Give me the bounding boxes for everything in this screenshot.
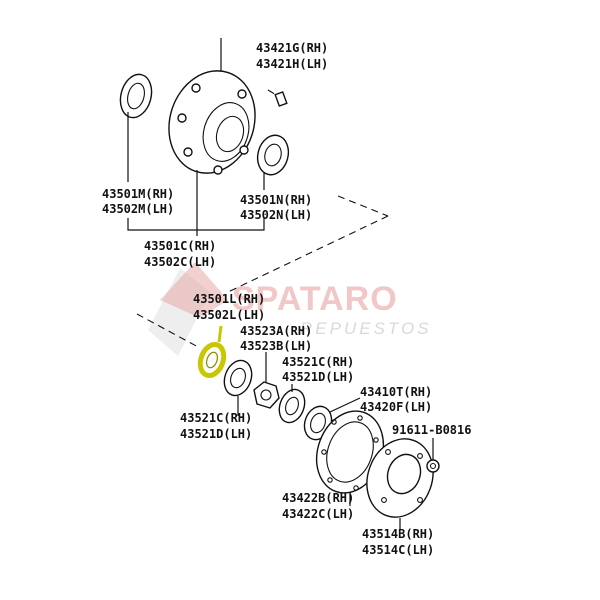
bearing-outer bbox=[278, 388, 306, 424]
label-43502m: 43502M(LH) bbox=[102, 202, 174, 216]
highlight-leader bbox=[217, 325, 223, 343]
hub-bore bbox=[202, 102, 250, 162]
hub-inner-bore bbox=[215, 115, 245, 153]
label-43501m: 43501M(RH) bbox=[102, 187, 174, 201]
gasket-hole bbox=[353, 485, 359, 491]
bearing-43521c-left bbox=[223, 359, 253, 397]
nut-hole bbox=[260, 389, 272, 401]
watermark: SPATARO REPUESTOS bbox=[148, 262, 432, 356]
bearing-inner-ring bbox=[264, 143, 282, 167]
cap-hole bbox=[417, 497, 423, 503]
bolt-center bbox=[429, 462, 437, 470]
seal-inner-ring bbox=[127, 82, 145, 110]
label-43521d-a: 43521D(LH) bbox=[282, 370, 354, 384]
watermark-brand: SPATARO bbox=[232, 280, 398, 318]
label-43410t: 43410T(RH) bbox=[360, 385, 432, 399]
cap-dome bbox=[386, 453, 422, 495]
hub-bolt-hole bbox=[237, 89, 247, 99]
cap-hole bbox=[417, 453, 423, 459]
cap-hole bbox=[385, 449, 391, 455]
hub-bolt-hole bbox=[177, 113, 187, 123]
hub-bearing-right bbox=[256, 134, 290, 176]
label-43502c: 43502C(LH) bbox=[144, 255, 216, 269]
label-43521c-a: 43521C(RH) bbox=[282, 355, 354, 369]
highlighted-seal bbox=[197, 325, 227, 378]
label-91611: 91611-B0816 bbox=[392, 423, 471, 437]
guide-dash-upper bbox=[337, 195, 389, 217]
label-43421h: 43421H(LH) bbox=[256, 57, 328, 71]
axle-hub bbox=[168, 38, 256, 175]
label-43523b: 43523B(LH) bbox=[240, 339, 312, 353]
hub-cap-43514b bbox=[366, 438, 434, 518]
label-43501n: 43501N(RH) bbox=[240, 193, 312, 207]
gasket-hole bbox=[373, 437, 379, 443]
bearing-inner bbox=[285, 396, 299, 416]
hub-flange bbox=[168, 70, 256, 174]
outer-seal-left bbox=[119, 73, 153, 119]
label-43422c: 43422C(LH) bbox=[282, 507, 354, 521]
hub-bolt-leader bbox=[267, 89, 279, 97]
label-43422b: 43422B(RH) bbox=[282, 491, 354, 505]
label-43514b: 43514B(RH) bbox=[362, 527, 434, 541]
bearing-outer bbox=[223, 359, 253, 397]
label-43421g: 43421G(RH) bbox=[256, 41, 328, 55]
nut-43523a bbox=[253, 381, 280, 409]
guide-dash-diagonal bbox=[227, 215, 389, 293]
label-43420f: 43420F(LH) bbox=[360, 400, 432, 414]
gasket-hole bbox=[357, 415, 363, 421]
label-43502l: 43502L(LH) bbox=[193, 308, 265, 322]
bracket-43501c bbox=[127, 218, 265, 231]
bolt-head bbox=[426, 459, 440, 473]
seal-43501l-inner bbox=[205, 351, 219, 369]
bolt-91611 bbox=[426, 459, 440, 473]
gasket-inner bbox=[326, 421, 374, 483]
hub-bolt-body bbox=[274, 91, 288, 107]
bearing-outer-ring bbox=[256, 134, 290, 176]
hub-bolt-hole bbox=[183, 147, 193, 157]
label-43514c: 43514C(LH) bbox=[362, 543, 434, 557]
seal-43501l bbox=[197, 342, 227, 378]
gasket-hole bbox=[321, 449, 327, 455]
bearing-43521c-right bbox=[278, 388, 306, 424]
leader-43410t bbox=[329, 397, 361, 413]
gasket-hole bbox=[331, 419, 337, 425]
label-43501l: 43501L(RH) bbox=[193, 292, 265, 306]
hub-bolt-hole bbox=[213, 165, 223, 175]
label-43501c: 43501C(RH) bbox=[144, 239, 216, 253]
gasket-hole bbox=[327, 477, 333, 483]
label-43502n: 43502N(LH) bbox=[240, 208, 312, 222]
label-43521c-b: 43521C(RH) bbox=[180, 411, 252, 425]
bearing-inner bbox=[230, 367, 246, 389]
hub-bolt-hole bbox=[191, 83, 201, 93]
seal-outer-ring bbox=[119, 73, 153, 119]
watermark-subtitle: REPUESTOS bbox=[300, 319, 432, 338]
hub-bolt bbox=[267, 89, 288, 107]
cap-hole bbox=[381, 497, 387, 503]
nut-body bbox=[253, 381, 280, 409]
seal-inner bbox=[310, 412, 326, 434]
label-43521d-b: 43521D(LH) bbox=[180, 427, 252, 441]
hub-bolt-hole bbox=[239, 145, 249, 155]
watermark-logo-red bbox=[160, 262, 228, 318]
label-43523a: 43523A(RH) bbox=[240, 324, 312, 338]
